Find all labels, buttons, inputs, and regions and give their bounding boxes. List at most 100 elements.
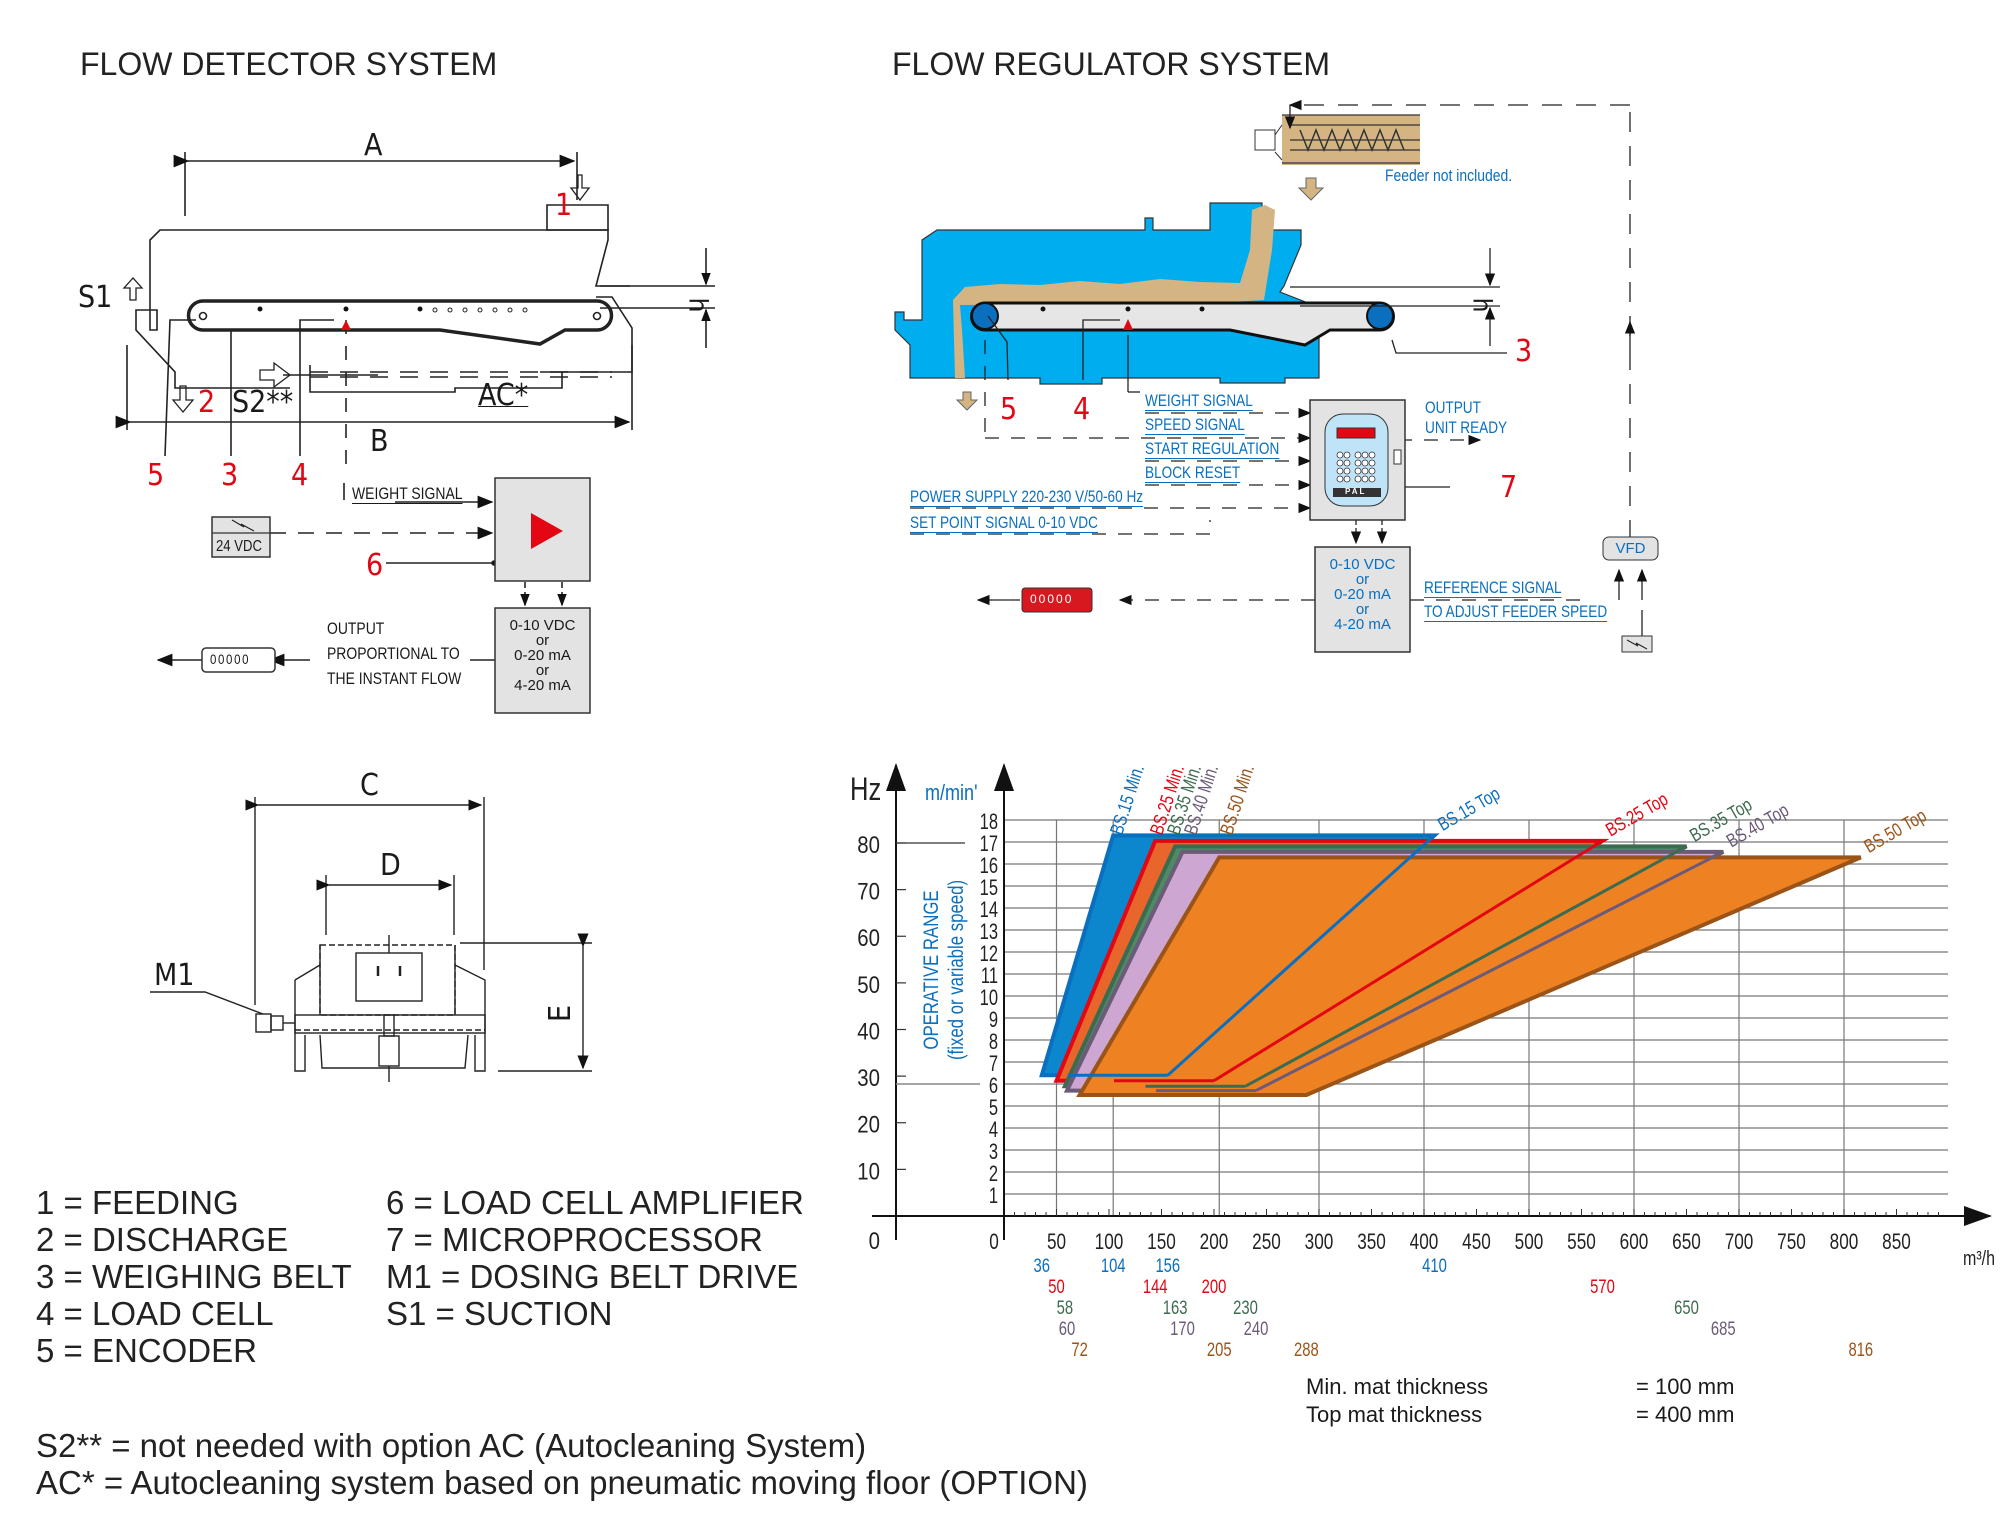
s2-arrow-icon [259,361,292,389]
legend-item: 5 = ENCODER [36,1332,257,1369]
hz-tick-label: 80 [857,831,880,858]
detector-weight-signal: WEIGHT SIGNAL [352,484,463,503]
signal-set-point: SET POINT SIGNAL 0-10 VDC [910,513,1098,532]
x-tick-label: 150 [1147,1230,1176,1255]
output-option: 0-20 mA [514,647,571,664]
y-tick-label: 9 [989,1008,998,1033]
regulator-tail-roller [1366,302,1394,330]
chart-axes [872,763,1992,1240]
dim-a-label: A [364,128,383,163]
axis-value-bs35: 650 [1674,1297,1699,1318]
area-bs35 [1061,844,1688,1089]
body-right [185,229,633,373]
chart-grid [1004,819,1948,1216]
regulator-callout-4: 4 [1073,392,1091,427]
front-window [355,952,423,1002]
hz-tick-label: 60 [857,925,880,952]
min-label-bs15: BS.15 Min. [1106,762,1149,837]
x-tick-label: 850 [1882,1230,1911,1255]
min-label-bs35: BS.35 Min. [1163,762,1206,837]
note-s2: S2** = not needed with option AC (Autocl… [36,1427,867,1464]
y-tick-label: 2 [989,1162,998,1187]
x-tick-label: 550 [1567,1230,1596,1255]
ac-label: AC* [478,378,529,413]
axis-value-bs25: 570 [1590,1276,1615,1297]
regulator-display-digits: 00000 [1030,592,1074,606]
body-left [135,229,283,389]
mat-thickness-labels: Min. mat thickness Top mat thickness [1306,1373,1488,1429]
detector-title: FLOW DETECTOR SYSTEM [80,46,498,82]
s2-label: S2** [232,385,294,420]
dim-b-label: B [370,424,389,459]
regulator-belt [970,301,1395,347]
leader-5 [164,319,196,457]
output-option: 4-20 mA [1334,616,1391,633]
output-text-line: PROPORTIONAL TO [327,644,460,663]
area-bs15 [1039,833,1440,1078]
callout-6: 6 [366,548,384,583]
x-tick-label: 650 [1672,1230,1701,1255]
y-tick-label: 14 [980,898,999,923]
output-option: 4-20 mA [514,677,571,694]
min-label-bs40: BS.40 Min. [1180,762,1223,837]
axis-value-bs35: 58 [1057,1297,1073,1318]
edge-bs25 [1213,839,1604,1082]
output-option: or [1355,571,1370,588]
hz-tick-label: 50 [857,971,880,998]
load-cell-icon [341,320,351,330]
axis-value-bs50: 288 [1294,1339,1319,1360]
y-tick-label: 15 [980,876,998,901]
dim-c-label: C [360,768,379,803]
axis-value-bs40: 170 [1170,1318,1195,1339]
min-label-bs50: BS.50 Min. [1216,762,1259,837]
operative-range-sub-label: (fixed or variable speed) [945,880,968,1060]
x-tick-label: 800 [1830,1230,1859,1255]
y-tick-label: 7 [989,1052,998,1077]
y-tick-label: 13 [980,920,998,945]
axis-value-bs15: 156 [1155,1255,1180,1276]
s1-label: S1 [78,280,113,315]
signal-start-regulation: START REGULATION [1145,439,1280,458]
feed-arrow-icon [1297,177,1325,201]
legend-right: 6 = LOAD CELL AMPLIFIER 7 = MICROPROCESS… [386,1184,804,1332]
hz-tick-label: 40 [857,1018,880,1045]
axis-value-bs25: 200 [1202,1276,1227,1297]
note-ac: AC* = Autocleaning system based on pneum… [36,1464,1088,1501]
notes: S2** = not needed with option AC (Autocl… [36,1427,1088,1501]
dim-h-label: h [682,297,713,313]
y-tick-label: 11 [981,964,998,989]
min-mat-label: Min. mat thickness [1306,1374,1489,1399]
x-tick-label: 400 [1410,1230,1439,1255]
signal-weight: WEIGHT SIGNAL [1145,391,1253,410]
hz-tick-label: 30 [857,1065,880,1092]
x-tick-label: 750 [1777,1230,1806,1255]
axis-value-bs50: 72 [1071,1339,1087,1360]
edge-bs15 [1166,834,1436,1077]
m1-label: M1 [154,958,195,993]
top-mat-value: = 400 mm [1636,1402,1735,1427]
suction-arrow-icon [122,277,144,301]
legend-item: M1 = DOSING BELT DRIVE [386,1258,799,1295]
hz-tick-label: 20 [857,1111,880,1138]
feeder-motor [1254,129,1276,151]
x-tick-label: 50 [1047,1230,1066,1255]
callout-2: 2 [198,385,216,420]
reference-signal-1: REFERENCE SIGNAL [1424,578,1562,597]
callout-1-red: 1 [555,188,573,223]
output-option: 0-20 mA [1334,586,1391,603]
speed-axis-title: m/min' [925,781,978,805]
x-tick-label: 450 [1462,1230,1491,1255]
legend-item: 4 = LOAD CELL [36,1295,274,1332]
regulator-housing [894,202,1320,385]
legend-item: 2 = DISCHARGE [36,1221,289,1258]
x-tick-label: 500 [1515,1230,1544,1255]
reference-signal-2: TO ADJUST FEEDER SPEED [1424,602,1608,621]
regulator-callout-7: 7 [1500,470,1518,505]
x-tick-label: 200 [1200,1230,1229,1255]
x-tick-label: 100 [1095,1230,1124,1255]
output-ready-line: UNIT READY [1425,418,1508,437]
detector-output-text: OUTPUT PROPORTIONAL TO THE INSTANT FLOW [327,616,461,691]
output-option: or [1355,601,1370,618]
callout-3: 3 [221,458,239,493]
